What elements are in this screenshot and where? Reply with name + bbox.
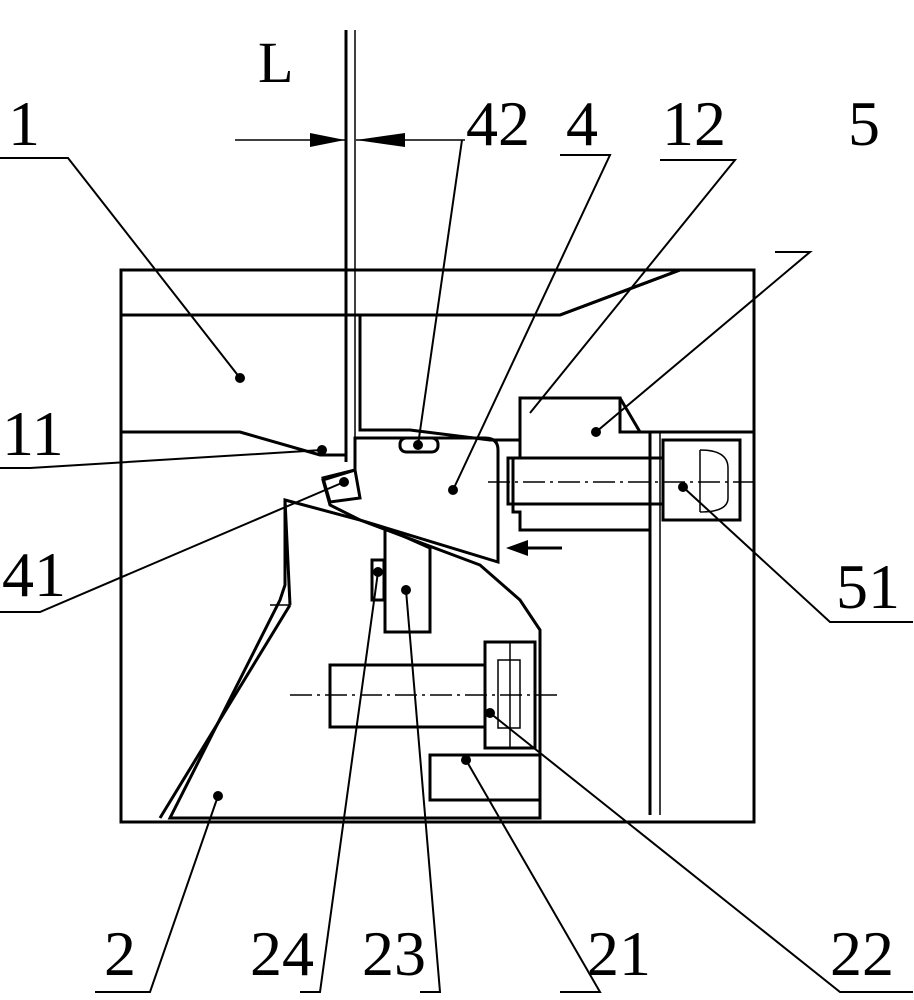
label-51: 51 (836, 551, 900, 622)
label-41: 41 (2, 539, 66, 610)
part-1-body (119, 313, 348, 457)
label-23: 23 (362, 918, 426, 989)
part-5-block (511, 396, 652, 532)
label-11: 11 (2, 398, 64, 469)
part-41-tip (321, 468, 362, 504)
label-12: 12 (662, 88, 726, 159)
label-22: 22 (830, 918, 894, 989)
label-21: 21 (587, 918, 651, 989)
leader-lines (0, 139, 913, 993)
label-1: 1 (8, 88, 40, 159)
blade-lines (344, 30, 356, 462)
leader-dots (213, 373, 688, 801)
outer-housing (119, 268, 756, 824)
label-4: 4 (566, 88, 598, 159)
bolt-51 (488, 438, 760, 522)
label-42: 42 (466, 88, 530, 159)
direction-arrow (506, 540, 562, 556)
dimension-L (235, 133, 465, 147)
label-5: 5 (848, 88, 880, 159)
label-2: 2 (104, 918, 136, 989)
label-24: 24 (250, 918, 314, 989)
bolt-22 (290, 640, 560, 750)
part-24-strip (370, 558, 386, 602)
part-21-plate (428, 753, 542, 802)
dimension-L-label: L (258, 30, 293, 95)
part-12-body (358, 268, 756, 442)
